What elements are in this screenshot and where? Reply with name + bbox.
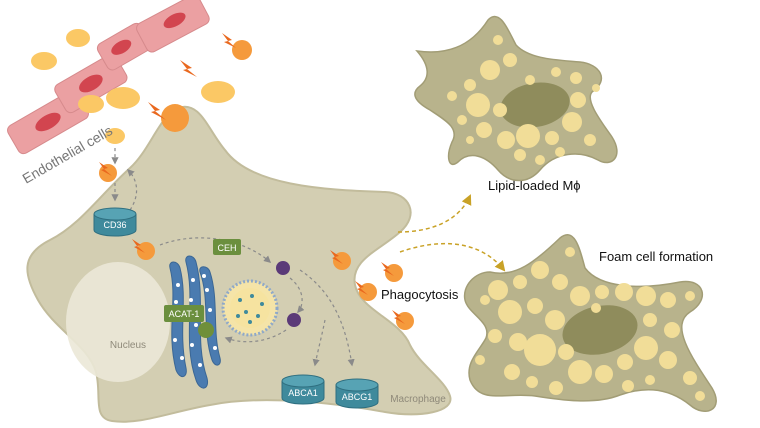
free-cholesterol-vesicle [276, 261, 290, 275]
abca1-label: ABCA1 [288, 388, 318, 398]
lipid-loaded-macrophage [414, 15, 618, 182]
transformation-arrows [397, 194, 506, 272]
acat1-label: ACAT-1 [169, 309, 200, 319]
acat-vesicle [198, 322, 214, 338]
ceh-label: CEH [217, 243, 236, 253]
oxidized-ldl [222, 33, 252, 60]
cd36-label: CD36 [103, 220, 126, 230]
abcg1-label: ABCG1 [342, 392, 373, 402]
acat1-enzyme: ACAT-1 [164, 305, 204, 322]
free-cholesterol-vesicle [287, 313, 301, 327]
nucleus [66, 262, 170, 382]
oxidized-ldl [132, 239, 155, 260]
oxidized-lipoproteins [99, 33, 414, 330]
oxidized-ldl [148, 102, 189, 132]
oxidized-ldl [330, 250, 351, 270]
nucleus-label: Nucleus [110, 340, 146, 351]
oxidized-ldl [99, 162, 117, 182]
cd36-receptor: CD36 [93, 207, 137, 237]
lipid-droplet [221, 279, 279, 337]
native-lipoproteins [31, 29, 235, 144]
oxidized-ldl [381, 262, 403, 282]
lipid-loaded-macrophage-label: Lipid-loaded Mϕ [488, 178, 581, 193]
phagocytosis-label: Phagocytosis [381, 287, 459, 302]
oxidized-ldl [180, 60, 197, 77]
oxidized-ldl [392, 310, 414, 330]
macrophage-cell [26, 105, 452, 423]
endothelial-cells [7, 0, 210, 155]
endothelial-cell [136, 0, 210, 53]
abcg1-transporter: ABCG1 [335, 378, 379, 409]
oxidized-ldl [355, 281, 377, 301]
macrophage-label: Macrophage [390, 394, 446, 405]
foam-cell [463, 234, 717, 413]
ceh-enzyme: CEH [213, 239, 241, 255]
abca1-transporter: ABCA1 [281, 374, 325, 405]
ribosomes [173, 274, 217, 367]
foam-cell-formation-label: Foam cell formation [599, 249, 713, 264]
